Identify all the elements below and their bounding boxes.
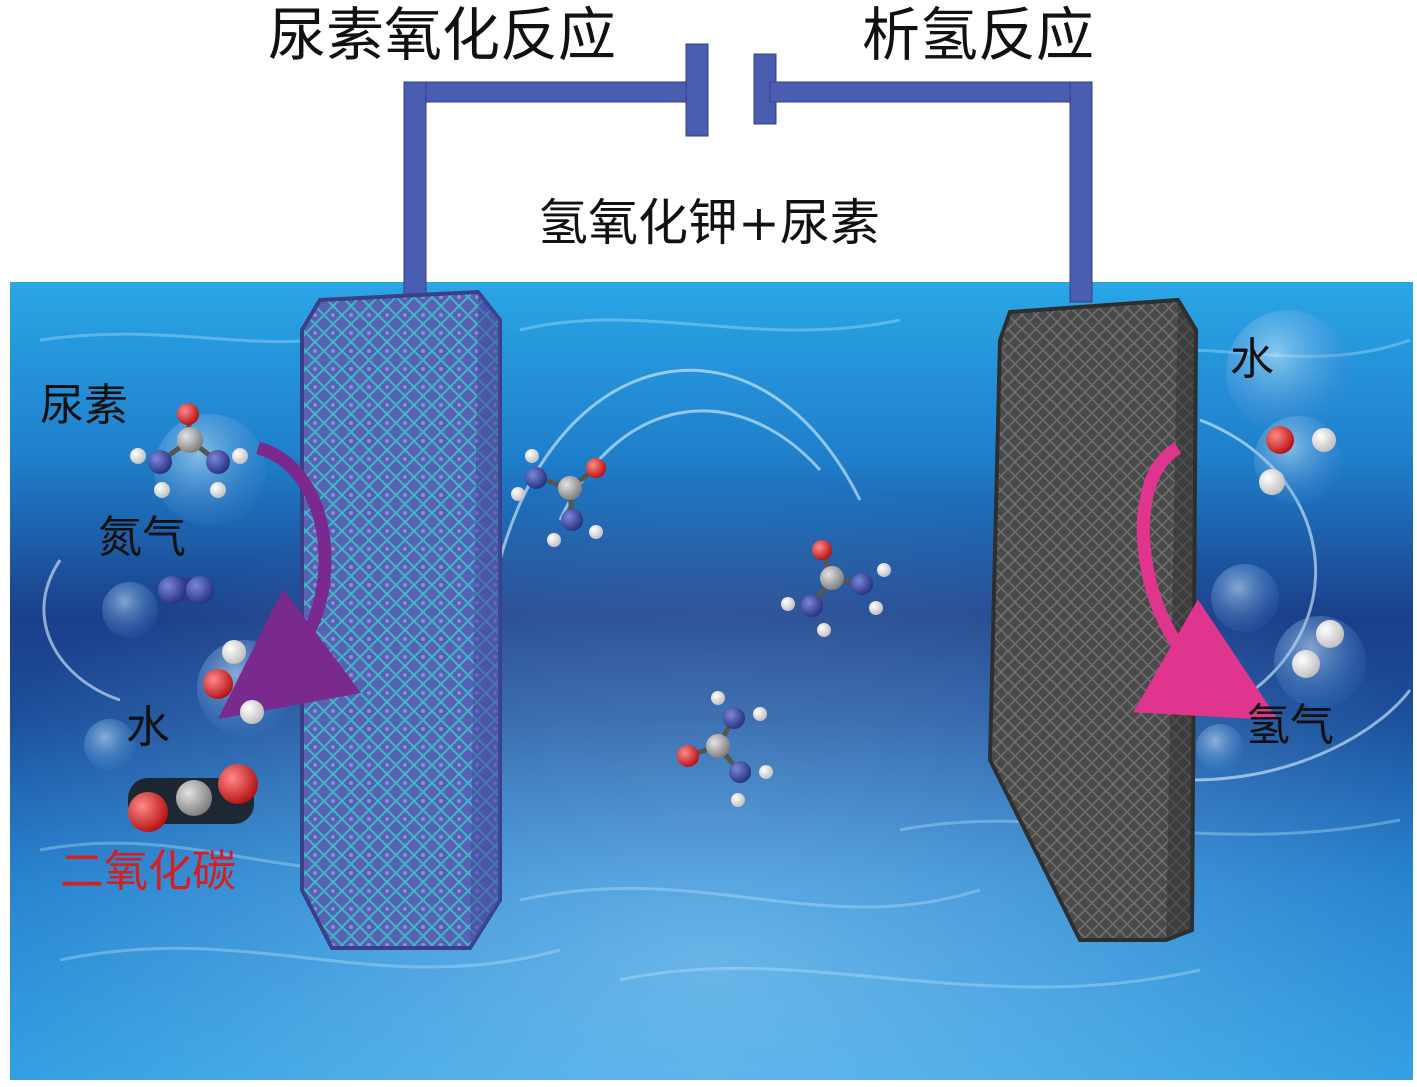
urea-molecule-3 — [677, 691, 773, 807]
circuit-wire — [403, 43, 1093, 303]
anode-electrode — [300, 289, 502, 950]
water-label-right: 水 — [1230, 334, 1274, 385]
urea-molecule-2 — [781, 540, 891, 637]
urea-molecule-1 — [511, 449, 606, 547]
cathode-reaction-title: 析氢反应 — [862, 1, 1095, 69]
hydrogen-label: 氢气 — [1246, 700, 1334, 751]
water-label-left: 水 — [126, 702, 170, 753]
water-molecule-right — [1259, 426, 1336, 495]
co2-molecule — [128, 764, 258, 832]
anode-reaction-arrow — [218, 441, 362, 720]
co2-label: 二氧化碳 — [60, 846, 236, 897]
cathode-reaction-arrow — [1133, 442, 1279, 721]
urea-molecule-left — [130, 403, 248, 498]
nitrogen-molecule — [158, 576, 214, 604]
nitrogen-label: 氮气 — [98, 512, 186, 563]
hydrogen-molecule — [1292, 620, 1344, 678]
urea-label: 尿素 — [40, 380, 128, 431]
electrolyte-label: 氢氧化钾+尿素 — [538, 194, 880, 252]
water-molecule-left — [203, 640, 264, 724]
anode-reaction-title: 尿素氧化反应 — [268, 1, 617, 69]
